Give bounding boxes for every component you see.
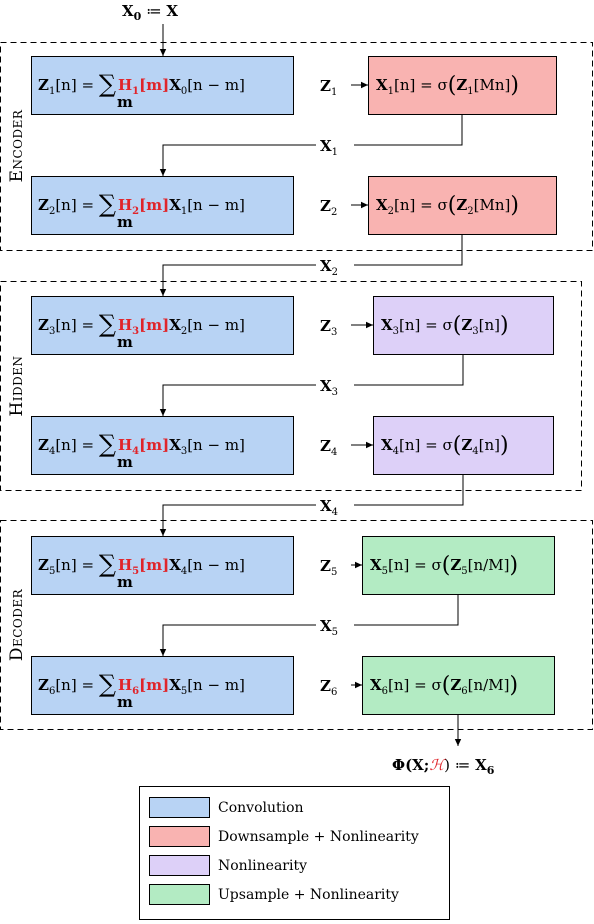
encoder-group xyxy=(0,42,593,251)
legend-swatch xyxy=(149,797,210,818)
x-label: X1 xyxy=(320,137,338,158)
hidden-label: HIDDEN xyxy=(7,355,27,416)
convolution-equation: Z3[n] = ∑H3[m]X2[n − m] xyxy=(38,310,245,338)
sum-index: m xyxy=(117,333,133,351)
legend-label: Upsample + Nonlinearity xyxy=(218,887,399,903)
z-label: Z2 xyxy=(320,197,337,218)
downsample-nonlinearity-box xyxy=(368,176,557,235)
upsample-nonlinearity-box xyxy=(362,536,555,595)
convolution-box xyxy=(31,416,294,475)
convolution-equation: Z5[n] = ∑H5[m]X4[n − m] xyxy=(38,550,245,578)
z-label: Z5 xyxy=(320,557,337,578)
x-connector xyxy=(159,354,464,416)
z-label: Z1 xyxy=(320,77,337,98)
activation-equation: X2[n] = σ(Z2[Mn]) xyxy=(376,193,519,218)
convolution-equation: Z6[n] = ∑H6[m]X5[n − m] xyxy=(38,670,245,698)
x-connector xyxy=(159,474,464,536)
activation-equation: X4[n] = σ(Z4[n]) xyxy=(381,433,509,458)
convolution-box xyxy=(31,296,294,355)
legend-swatch xyxy=(149,826,210,847)
legend-swatch xyxy=(149,884,210,905)
x-connector xyxy=(159,594,459,656)
x-label: X4 xyxy=(320,497,338,518)
x-label-bg xyxy=(316,133,354,155)
convolution-equation: Z4[n] = ∑H4[m]X3[n − m] xyxy=(38,430,245,458)
input-label: X0 ≔ X xyxy=(122,2,178,23)
decoder-label: DECODER xyxy=(7,588,27,661)
convolution-equation: Z2[n] = ∑H2[m]X1[n − m] xyxy=(38,190,245,218)
x-label-bg xyxy=(316,613,354,635)
sum-index: m xyxy=(117,693,133,711)
hidden-group xyxy=(0,281,582,491)
legend-label: Convolution xyxy=(218,800,304,816)
legend-label: Nonlinearity xyxy=(218,858,307,874)
z-label: Z6 xyxy=(320,677,337,698)
sum-index: m xyxy=(117,93,133,111)
nonlinearity-box xyxy=(373,416,554,475)
convolution-equation: Z1[n] = ∑H1[m]X0[n − m] xyxy=(38,70,245,98)
encoder-label: ENCODER xyxy=(7,109,27,182)
sum-index: m xyxy=(117,573,133,591)
x-label-bg xyxy=(316,373,354,395)
x-label-bg xyxy=(316,253,354,275)
x-connector xyxy=(159,234,463,296)
activation-equation: X3[n] = σ(Z3[n]) xyxy=(381,313,509,338)
sum-index: m xyxy=(117,453,133,471)
decoder-group xyxy=(0,520,593,730)
activation-equation: X5[n] = σ(Z5[n/M]) xyxy=(370,553,518,578)
x-label-bg xyxy=(316,493,354,515)
x-label: X5 xyxy=(320,617,338,638)
z-label: Z4 xyxy=(320,437,337,458)
convolution-box xyxy=(31,536,294,595)
activation-equation: X1[n] = σ(Z1[Mn]) xyxy=(376,73,519,98)
legend-swatch xyxy=(149,855,210,876)
z-label: Z3 xyxy=(320,317,337,338)
convolution-box xyxy=(31,176,294,235)
sum-index: m xyxy=(117,213,133,231)
upsample-nonlinearity-box xyxy=(362,656,555,715)
x-connector xyxy=(159,114,463,176)
downsample-nonlinearity-box xyxy=(368,56,557,115)
output-label: Φ(X;ℋ) ≔ X6 xyxy=(392,756,495,777)
x-label: X3 xyxy=(320,377,338,398)
x-label: X2 xyxy=(320,257,338,278)
activation-equation: X6[n] = σ(Z6[n/M]) xyxy=(370,673,518,698)
convolution-box xyxy=(31,656,294,715)
convolution-box xyxy=(31,56,294,115)
legend-label: Downsample + Nonlinearity xyxy=(218,829,419,845)
